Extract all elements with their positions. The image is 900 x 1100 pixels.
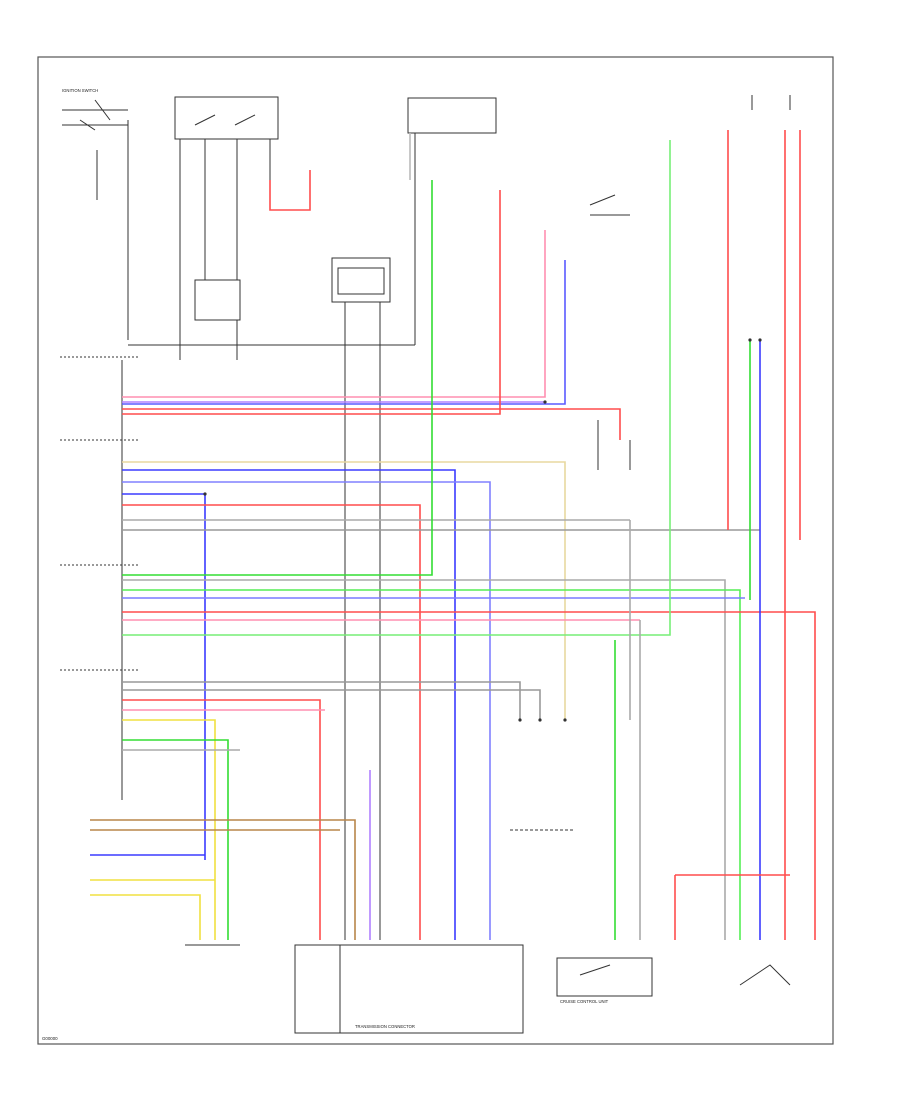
transmission-connector-label: TRANSMISSION CONNECTOR [355,1024,415,1029]
cruise-control-label: CRUISE CONTROL UNIT [560,999,609,1004]
wire-gray-5 [122,689,541,720]
wire-red-5 [122,699,321,940]
wire-yellow-1 [122,719,216,940]
transmission-connector-box [294,944,524,1034]
wire-yellow-3 [90,894,201,940]
top-right-switches [589,95,791,470]
wire-red-3 [122,504,421,940]
wire-brown-1 [90,819,356,940]
wire-red-4 [122,611,816,940]
wire-pink-1 [122,230,546,398]
wire-tan-1 [122,461,566,720]
wire-red-1 [122,408,621,440]
wires [90,130,816,940]
splice-points [203,338,762,722]
diagram-frame [37,56,834,1045]
bottom-components: TRANSMISSION CONNECTOR CRUISE CONTROL UN… [185,829,791,1034]
fuse-relay-box [128,96,415,360]
wire-green-1 [122,180,433,576]
brake-switch-symbol [739,964,791,986]
wire-blue-2 [122,469,456,940]
instrument-panel [407,97,497,345]
wire-red-11 [269,170,311,211]
footer-code: G00000 [42,1036,58,1041]
wire-green-5 [122,739,229,940]
wire-gray-4 [122,681,521,720]
wire-blue-3 [122,493,206,860]
wire-violet-2 [122,481,491,940]
wire-gray-3 [122,579,726,940]
wire-blue-1 [122,260,566,405]
wire-green-2 [122,589,741,940]
wire-green-3 [122,140,671,636]
ignition-switch-group: IGNITION SWITCH [62,88,129,340]
cruise-control-box [556,957,653,997]
wire-red-2 [122,190,501,415]
pgm-fi-relay [331,257,391,940]
pcm-connector-labels [60,356,140,800]
ignition-switch-label: IGNITION SWITCH [62,88,98,93]
